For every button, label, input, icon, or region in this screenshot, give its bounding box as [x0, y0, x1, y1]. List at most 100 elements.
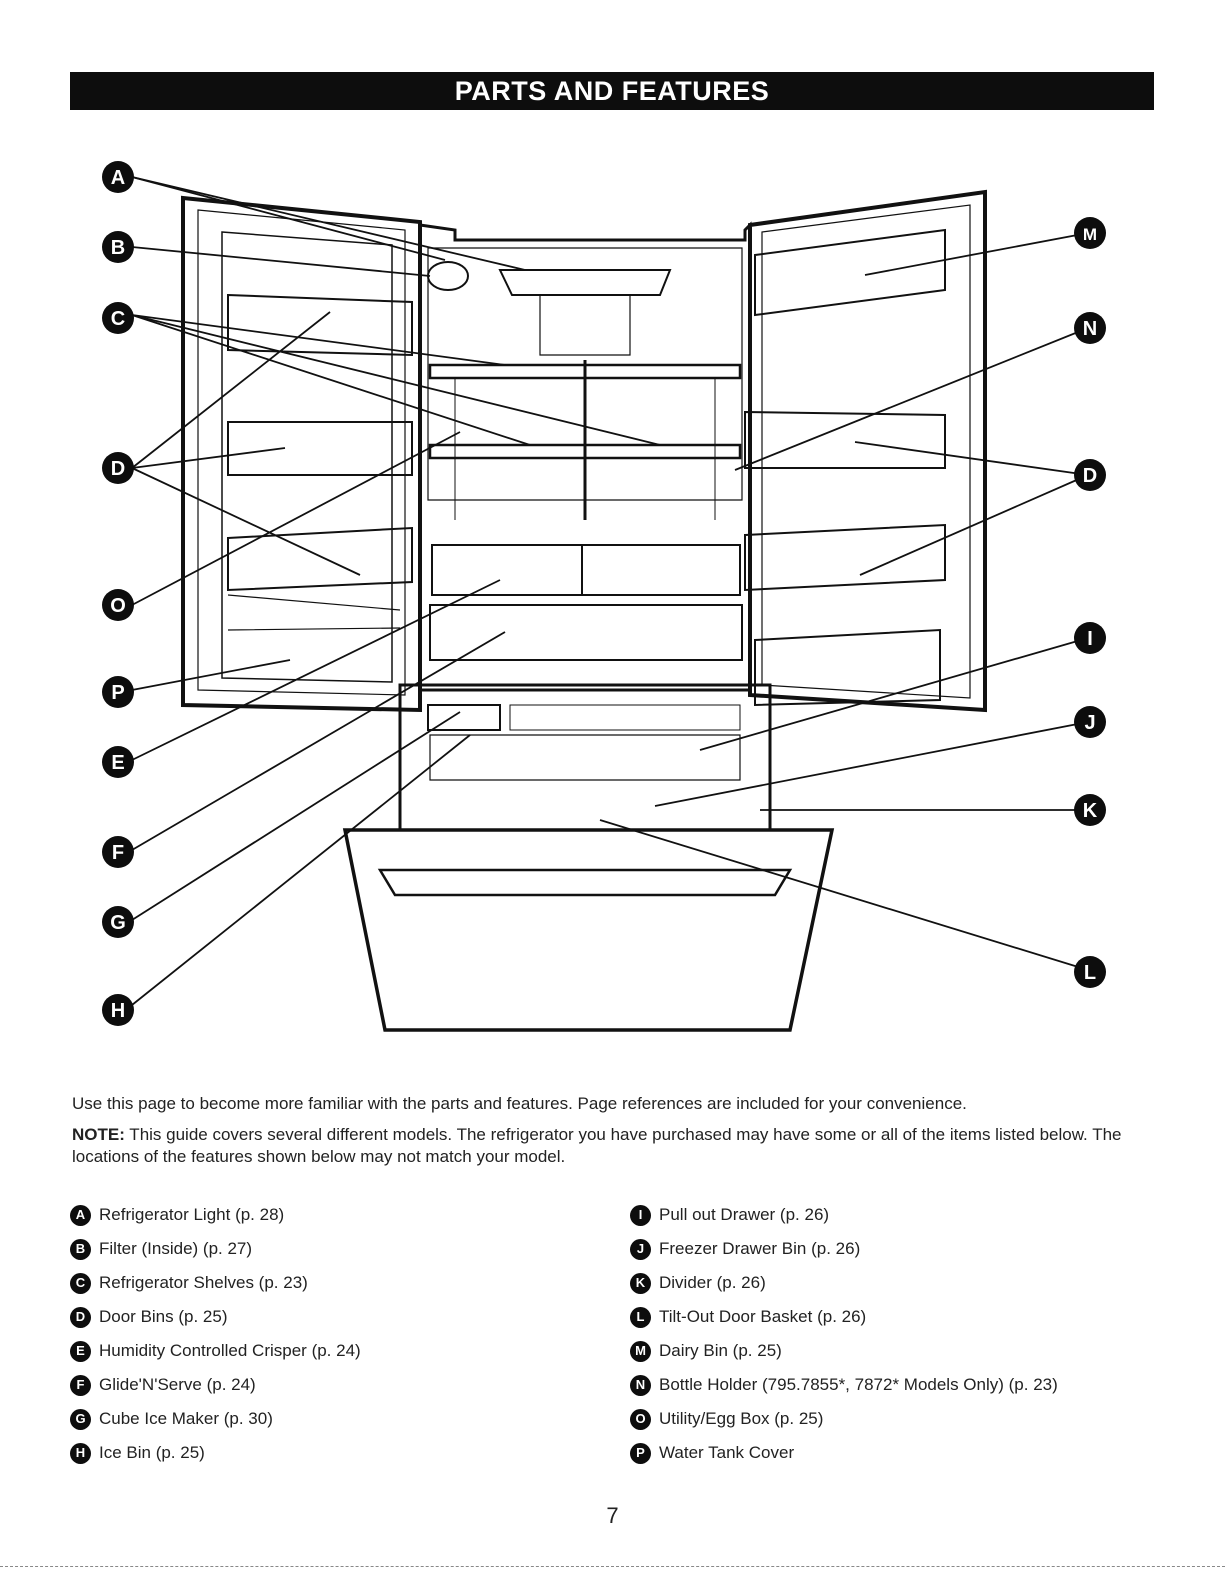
svg-text:H: H: [111, 1000, 125, 1022]
svg-text:O: O: [110, 595, 126, 617]
freezer-compartment: [398, 683, 772, 832]
legend-item: L Tilt-Out Door Basket (p. 26): [630, 1300, 1190, 1334]
legend-item-text: Humidity Controlled Crisper (p. 24): [99, 1341, 361, 1360]
letter-badge: A: [70, 1204, 91, 1226]
refrigerator-diagram: A B C D O P E F G H M N D I J K L: [0, 150, 1225, 1070]
legend-item: M Dairy Bin (p. 25): [630, 1334, 1190, 1368]
callout-b: B: [102, 231, 134, 263]
bottom-divider: [0, 1566, 1225, 1567]
legend-item: K Divider (p. 26): [630, 1266, 1190, 1300]
freezer-bin: [429, 734, 741, 781]
crisper-drawers: [431, 544, 741, 596]
svg-text:B: B: [111, 237, 125, 259]
svg-text:C: C: [111, 308, 125, 330]
legend-item-text: Freezer Drawer Bin (p. 26): [659, 1239, 861, 1258]
ice-maker: [427, 704, 501, 731]
callout-k: K: [1074, 794, 1106, 826]
callout-j: J: [1074, 706, 1106, 738]
callout-i: I: [1074, 622, 1106, 654]
legend-item-text: Cube Ice Maker (p. 30): [99, 1409, 273, 1428]
legend-item: I Pull out Drawer (p. 26): [630, 1198, 1190, 1232]
callout-a: A: [102, 161, 134, 193]
svg-text:F: F: [112, 842, 124, 864]
letter-badge: O: [630, 1408, 651, 1430]
legend-item: O Utility/Egg Box (p. 25): [630, 1402, 1190, 1436]
callout-l: L: [1074, 956, 1106, 988]
callout-f: F: [102, 836, 134, 868]
note-paragraph: NOTE: This guide covers several differen…: [72, 1124, 1132, 1168]
letter-badge: F: [70, 1374, 91, 1396]
section-title-bar: PARTS AND FEATURES: [70, 72, 1154, 110]
right-door-bin-3: [754, 628, 941, 707]
letter-badge: C: [70, 1272, 91, 1294]
legend-item-text: Dairy Bin (p. 25): [659, 1341, 782, 1360]
letter-badge: N: [630, 1374, 651, 1396]
callout-badges: A B C D O P E F G H M N D I J K L: [102, 161, 1106, 1026]
letter-badge: M: [630, 1340, 651, 1362]
legend-item: A Refrigerator Light (p. 28): [70, 1198, 590, 1232]
svg-text:K: K: [1083, 800, 1098, 822]
svg-text:A: A: [111, 167, 125, 189]
letter-badge: B: [70, 1238, 91, 1260]
shelf-1: [428, 363, 742, 380]
water-tank-cover: [227, 594, 401, 631]
legend-item-text: Pull out Drawer (p. 26): [659, 1205, 830, 1224]
letter-badge: E: [70, 1340, 91, 1362]
callout-p: P: [102, 676, 134, 708]
glide-n-serve: [429, 604, 743, 661]
legend-item-text: Tilt-Out Door Basket (p. 26): [659, 1307, 867, 1326]
refrigerator-illustration: A B C D O P E F G H M N D I J K L: [102, 161, 1106, 1032]
intro-text: Use this page to become more familiar wi…: [72, 1094, 967, 1113]
letter-badge: P: [630, 1442, 651, 1464]
legend-item-text: Glide'N'Serve (p. 24): [99, 1375, 256, 1394]
legend-item-text: Utility/Egg Box (p. 25): [659, 1409, 824, 1428]
drawer-handle: [377, 868, 793, 897]
callout-e: E: [102, 746, 134, 778]
water-dispenser: [539, 294, 631, 356]
leader-lines: [131, 176, 1089, 1006]
callout-o: O: [102, 589, 134, 621]
legend-item-text: Divider (p. 26): [659, 1273, 766, 1292]
legend-item: H Ice Bin (p. 25): [70, 1436, 590, 1470]
svg-text:D: D: [111, 458, 125, 480]
letter-badge: K: [630, 1272, 651, 1294]
callout-m: M: [1074, 217, 1106, 249]
legend-right-column: I Pull out Drawer (p. 26) J Freezer Drawer…: [630, 1198, 1190, 1470]
legend-item: E Humidity Controlled Crisper (p. 24): [70, 1334, 590, 1368]
right-door-bin-1: [744, 410, 946, 469]
note-label: NOTE:: [72, 1125, 125, 1144]
right-door: [748, 189, 987, 713]
svg-text:I: I: [1087, 628, 1093, 650]
legend-item-text: Ice Bin (p. 25): [99, 1443, 205, 1462]
svg-text:L: L: [1084, 962, 1096, 984]
light-housing: [498, 269, 672, 296]
svg-text:D: D: [1083, 465, 1097, 487]
cabinet: [418, 221, 752, 692]
legend-item-text: Refrigerator Light (p. 28): [99, 1205, 285, 1224]
letter-badge: J: [630, 1238, 651, 1260]
legend-item-text: Refrigerator Shelves (p. 23): [99, 1273, 308, 1292]
letter-badge: I: [630, 1204, 651, 1226]
letter-badge: D: [70, 1306, 91, 1328]
legend-item: F Glide'N'Serve (p. 24): [70, 1368, 590, 1402]
legend-item: C Refrigerator Shelves (p. 23): [70, 1266, 590, 1300]
dairy-bin: [754, 228, 946, 317]
left-door-bin-1: [227, 293, 413, 357]
freezer-vent: [509, 704, 741, 731]
left-door-bin-3: [227, 526, 413, 592]
callout-h: H: [102, 994, 134, 1026]
right-door-bin-2: [744, 523, 946, 592]
letter-badge: H: [70, 1442, 91, 1464]
callout-d-right: D: [1074, 459, 1106, 491]
left-door: [181, 195, 422, 713]
svg-text:G: G: [110, 912, 126, 934]
svg-text:P: P: [111, 682, 124, 704]
letter-badge: L: [630, 1306, 651, 1328]
page-title: PARTS AND FEATURES: [454, 75, 770, 106]
fridge-drawing: [181, 189, 987, 1032]
